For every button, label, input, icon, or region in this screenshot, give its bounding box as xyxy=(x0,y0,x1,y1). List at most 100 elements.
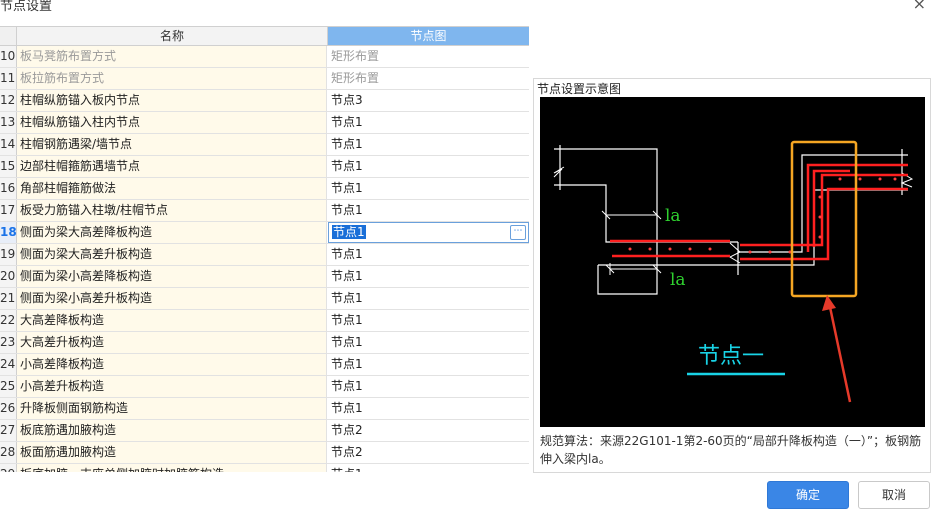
row-name-cell: 小高差降板构造 xyxy=(17,354,327,375)
column-header-name[interactable]: 名称 xyxy=(17,27,328,46)
cancel-button[interactable]: 取消 xyxy=(858,481,930,509)
selected-node-value[interactable]: 节点1 xyxy=(332,225,366,239)
row-node-cell[interactable]: 矩形布置 xyxy=(331,49,380,63)
row-number: 27 xyxy=(0,420,17,441)
row-number-header xyxy=(0,27,17,46)
row-name-cell: 升降板侧面钢筋构造 xyxy=(17,398,327,419)
row-node-cell[interactable]: 节点1 xyxy=(331,247,363,261)
row-name-cell: 板受力筋锚入柱墩/柱帽节点 xyxy=(17,200,327,221)
row-name-cell: 侧面为梁小高差降板构造 xyxy=(17,266,327,287)
row-number: 28 xyxy=(0,442,17,463)
row-node-cell[interactable]: 节点1 xyxy=(331,115,363,129)
row-node-cell[interactable]: 节点3 xyxy=(331,93,363,107)
row-name-cell: 柱帽纵筋锚入柱内节点 xyxy=(17,112,327,133)
preview-label: 节点设置示意图 xyxy=(537,82,622,96)
arrow-icon xyxy=(822,295,852,403)
row-number: 20 xyxy=(0,266,17,287)
row-number: 13 xyxy=(0,112,17,133)
column-header-node-diagram[interactable]: 节点图 xyxy=(328,27,529,46)
row-node-cell[interactable]: 节点1 xyxy=(331,203,363,217)
dimension-lines xyxy=(601,209,662,275)
row-node-cell[interactable]: 节点1 xyxy=(331,401,363,415)
preview-panel xyxy=(533,78,931,473)
row-node-cell[interactable]: 节点1 xyxy=(331,137,363,151)
row-number: 19 xyxy=(0,244,17,265)
row-number: 16 xyxy=(0,178,17,199)
node-diagram: la la 节点一 xyxy=(540,97,925,427)
row-number: 18 xyxy=(0,222,17,243)
row-number: 12 xyxy=(0,90,17,111)
row-number: 10 xyxy=(0,46,17,67)
highlight-frame xyxy=(790,140,858,298)
window-title: 节点设置 xyxy=(0,0,53,14)
row-node-cell[interactable]: 节点1 xyxy=(331,181,363,195)
row-node-cell[interactable]: 节点1 xyxy=(331,379,363,393)
row-name-cell: 侧面为梁大高差升板构造 xyxy=(17,244,327,265)
row-number: 24 xyxy=(0,354,17,375)
row-number: 15 xyxy=(0,156,17,177)
row-name-cell: 小高差升板构造 xyxy=(17,376,327,397)
row-name-cell: 柱帽纵筋锚入板内节点 xyxy=(17,90,327,111)
row-name-cell: 板底加腋，支座单侧加腋时加腋筋构造 xyxy=(17,464,327,472)
row-number: 23 xyxy=(0,332,17,353)
table-header: 名称 节点图 xyxy=(0,27,529,46)
row-node-cell[interactable]: 节点1 xyxy=(331,269,363,283)
row-number: 14 xyxy=(0,134,17,155)
more-options-button[interactable]: ⋯ xyxy=(510,225,526,240)
dimension-label-top: la xyxy=(665,206,681,226)
row-number: 26 xyxy=(0,398,17,419)
row-name-cell: 侧面为梁小高差升板构造 xyxy=(17,288,327,309)
rebar-lines xyxy=(610,163,908,261)
title-bar: 节点设置 × xyxy=(0,0,932,16)
row-node-cell[interactable]: 节点2 xyxy=(331,445,363,459)
row-node-cell[interactable]: 矩形布置 xyxy=(331,71,380,85)
node-title: 节点一 xyxy=(698,344,764,369)
row-node-cell[interactable]: 节点2 xyxy=(331,423,363,437)
dimension-label-bottom: la xyxy=(670,270,686,290)
row-name-cell: 板拉筋布置方式 xyxy=(17,68,327,89)
algorithm-description: 规范算法：来源22G101-1第2-60页的“局部升降板构造（一）”；板钢筋伸入… xyxy=(540,434,922,466)
row-number: 22 xyxy=(0,310,17,331)
row-name-cell: 柱帽钢筋遇梁/墙节点 xyxy=(17,134,327,155)
row-number: 17 xyxy=(0,200,17,221)
row-name-cell: 板马凳筋布置方式 xyxy=(17,46,327,67)
row-name-cell: 侧面为梁大高差降板构造 xyxy=(17,222,327,243)
row-node-cell[interactable]: 节点1 xyxy=(331,313,363,327)
row-node-cell[interactable]: 节点1 xyxy=(331,357,363,371)
row-node-cell[interactable]: 节点1 xyxy=(331,159,363,173)
row-name-cell: 边部柱帽箍筋遇墙节点 xyxy=(17,156,327,177)
row-number: 29 xyxy=(0,464,17,472)
close-icon[interactable]: × xyxy=(912,0,926,13)
row-node-cell[interactable]: 节点1 xyxy=(331,291,363,305)
row-node-cell[interactable]: 节点1 ⋯ xyxy=(328,222,529,243)
row-name-cell: 板底筋遇加腋构造 xyxy=(17,420,327,441)
row-name-cell: 大高差升板构造 xyxy=(17,332,327,353)
table-row[interactable]: 29板底加腋，支座单侧加腋时加腋筋构造节点1 xyxy=(0,464,529,472)
row-node-cell[interactable]: 节点1 xyxy=(328,464,529,472)
ok-button[interactable]: 确定 xyxy=(767,481,849,509)
row-number: 11 xyxy=(0,68,17,89)
row-name-cell: 大高差降板构造 xyxy=(17,310,327,331)
row-node-cell[interactable]: 节点1 xyxy=(331,335,363,349)
